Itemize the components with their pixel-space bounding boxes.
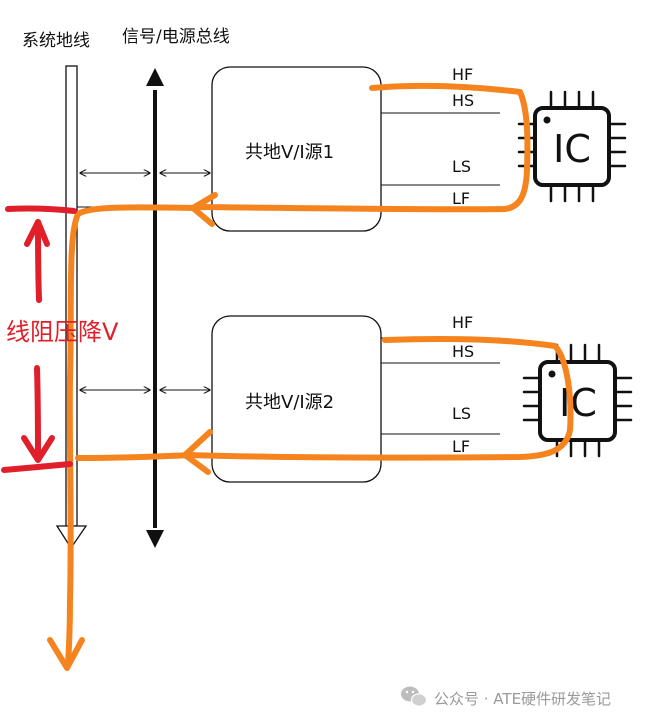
ground-current-trunk [65,204,201,668]
signal-label-lf-2: LF [452,437,470,456]
watermark: 公众号 · ATE硬件研发笔记 [401,686,611,708]
signal-label-hf-1: HF [452,65,473,84]
current-loop-1 [197,82,531,213]
signal-lines-2 [381,337,500,458]
signal-power-bus-arrow [146,68,164,548]
ground-current-tie [75,452,195,461]
voltage-drop-top-tick [5,205,77,214]
voltage-drop-label: 线阻压降V [6,318,119,346]
wechat-icon [401,686,428,707]
voltage-drop-annotation [1,205,77,473]
ic-chip-icon-1: IC [517,90,627,203]
voltage-drop-down-arrowhead [21,435,55,463]
ground-current-arrowhead [47,637,85,671]
vi-source-box-2 [211,315,382,483]
system-ground-title: 系统地线 [22,31,90,51]
signal-label-lf-1: LF [452,189,470,208]
signal-lines-1 [381,87,500,208]
signal-label-ls-2: LS [452,404,471,423]
vi-source-label-1: 共地V/I源1 [245,142,334,163]
current-loop-2 [187,335,574,461]
signal-label-hf-2: HF [452,313,473,332]
ic-chip-icon-2: IC [522,343,633,458]
signal-label-hs-2: HS [452,342,474,361]
ic-label-1: IC [553,127,591,171]
watermark-text: 公众号 · ATE硬件研发笔记 [434,690,611,708]
signal-label-hs-1: HS [452,91,474,110]
vi-source-box-1 [211,66,382,232]
current-path [47,82,574,671]
voltage-drop-up-arrowhead [24,219,50,247]
vi-source-label-2: 共地V/I源2 [245,392,334,413]
voltage-drop-down-arrow [34,365,41,461]
signal-power-bus-title: 信号/电源总线 [122,27,230,47]
current-arrowhead-2 [182,429,213,475]
voltage-drop-up-arrow [35,219,42,303]
ic-label-2: IC [559,381,597,425]
voltage-drop-bottom-tick [1,461,73,473]
signal-label-ls-1: LS [452,157,471,176]
